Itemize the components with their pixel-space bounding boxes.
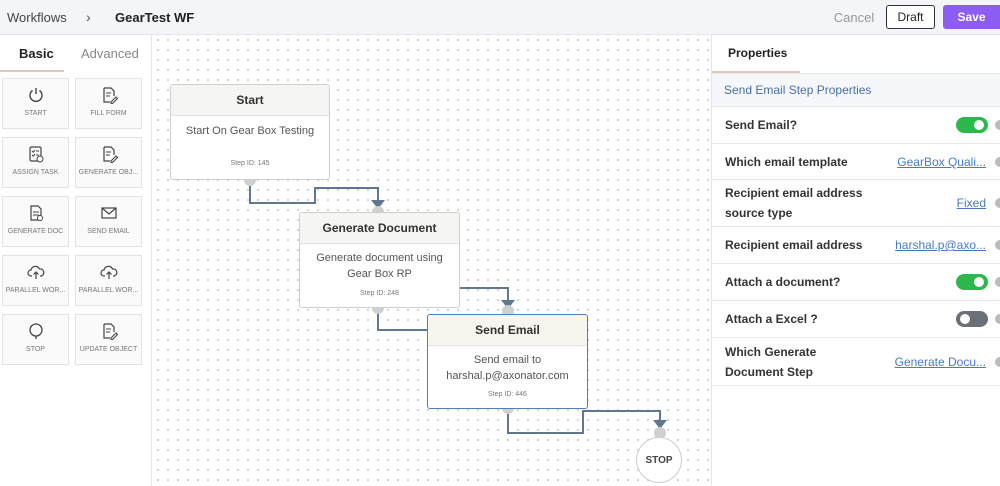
workflow-node-send-email[interactable]: Send Email Send email to harshal.p@axona… bbox=[427, 314, 588, 409]
breadcrumb-workflows[interactable]: Workflows bbox=[7, 10, 67, 25]
top-bar: Workflows › GearTest WF Cancel Draft Sav… bbox=[0, 0, 1000, 35]
cancel-button[interactable]: Cancel bbox=[830, 6, 878, 29]
palette-item-update-object[interactable]: UPDATE OBJECT bbox=[75, 314, 142, 365]
cloud-upload-icon bbox=[99, 265, 117, 279]
tab-properties[interactable]: Properties bbox=[728, 46, 788, 60]
node-title: Generate Document bbox=[300, 213, 459, 244]
palette-item-label: ASSIGN TASK bbox=[12, 169, 59, 176]
palette-item-label: PARALLEL WOR... bbox=[78, 287, 139, 294]
node-step-id: Step ID: 248 bbox=[360, 290, 399, 297]
node-step-id: Step ID: 446 bbox=[488, 391, 527, 398]
active-tab-indicator bbox=[712, 71, 800, 73]
palette-item-label: GENERATE OBJ... bbox=[78, 169, 139, 176]
node-title: Send Email bbox=[428, 315, 587, 346]
power-icon bbox=[28, 88, 43, 102]
node-description: Send email to harshal.p@axonator.com bbox=[446, 354, 569, 382]
help-icon[interactable] bbox=[995, 198, 1000, 208]
property-label: Recipient email address source type bbox=[725, 186, 863, 220]
envelope-icon bbox=[100, 207, 117, 219]
property-row-attach-document: Attach a document? bbox=[712, 264, 1000, 301]
recipient-source-type-link[interactable]: Fixed bbox=[956, 196, 986, 210]
palette-item-stop[interactable]: STOP bbox=[2, 314, 69, 365]
step-palette: Basic Advanced START FILL FORM ASSIGN TA… bbox=[0, 35, 152, 486]
workflow-node-start[interactable]: Start Start On Gear Box Testing Step ID:… bbox=[170, 84, 330, 180]
palette-item-generate-object[interactable]: GENERATE OBJ... bbox=[75, 137, 142, 188]
property-label: Send Email? bbox=[725, 118, 798, 132]
palette-item-label: GENERATE DOC bbox=[7, 228, 64, 235]
palette-item-label: SEND EMAIL bbox=[87, 228, 130, 235]
help-icon[interactable] bbox=[995, 157, 1000, 167]
palette-item-parallel-workflow-2[interactable]: PARALLEL WOR... bbox=[75, 255, 142, 306]
attach-document-toggle[interactable] bbox=[956, 274, 988, 290]
document-icon bbox=[29, 205, 43, 221]
node-step-id: Step ID: 145 bbox=[230, 160, 270, 167]
palette-item-label: FILL FORM bbox=[90, 110, 127, 117]
palette-item-fill-form[interactable]: FILL FORM bbox=[75, 78, 142, 129]
palette-item-label: PARALLEL WOR... bbox=[5, 287, 66, 294]
help-icon[interactable] bbox=[995, 120, 1000, 130]
node-description: Generate document using Gear Box RP bbox=[316, 252, 443, 280]
object-edit-icon bbox=[102, 146, 118, 163]
property-label: Which email template bbox=[725, 155, 848, 169]
recipient-email-link[interactable]: harshal.p@axo... bbox=[895, 238, 986, 252]
property-label: Which Generate Document Step bbox=[725, 345, 817, 379]
properties-panel: Properties Send Email Step Properties Se… bbox=[711, 35, 1000, 486]
save-button[interactable]: Save bbox=[943, 5, 1000, 29]
property-label: Attach a Excel ? bbox=[725, 312, 818, 326]
palette-item-label: STOP bbox=[26, 346, 45, 353]
property-row-generate-document-step: Which Generate Document Step Generate Do… bbox=[712, 338, 1000, 386]
palette-item-send-email[interactable]: SEND EMAIL bbox=[75, 196, 142, 247]
attach-excel-toggle[interactable] bbox=[956, 311, 988, 327]
send-email-toggle[interactable] bbox=[956, 117, 988, 133]
tab-basic[interactable]: Basic bbox=[19, 46, 54, 61]
palette-item-generate-doc[interactable]: GENERATE DOC bbox=[2, 196, 69, 247]
help-icon[interactable] bbox=[995, 277, 1000, 287]
help-icon[interactable] bbox=[995, 240, 1000, 250]
breadcrumb-separator-icon: › bbox=[86, 9, 91, 25]
properties-section-header: Send Email Step Properties bbox=[712, 73, 1000, 107]
node-description: Start On Gear Box Testing bbox=[185, 125, 315, 137]
section-title: Send Email Step Properties bbox=[724, 83, 872, 97]
active-tab-indicator bbox=[0, 70, 64, 72]
help-icon[interactable] bbox=[995, 357, 1000, 367]
palette-item-parallel-workflow[interactable]: PARALLEL WOR... bbox=[2, 255, 69, 306]
property-row-email-template: Which email template GearBox Quali... bbox=[712, 144, 1000, 180]
draft-button[interactable]: Draft bbox=[886, 5, 935, 29]
property-row-send-email: Send Email? bbox=[712, 107, 1000, 144]
workflow-canvas[interactable]: Start Start On Gear Box Testing Step ID:… bbox=[153, 35, 710, 486]
property-label: Recipient email address bbox=[725, 238, 863, 252]
form-edit-icon bbox=[102, 87, 118, 104]
node-title: Start bbox=[171, 85, 329, 116]
email-template-link[interactable]: GearBox Quali... bbox=[897, 155, 986, 169]
property-label: Attach a document? bbox=[725, 275, 841, 289]
palette-item-start[interactable]: START bbox=[2, 78, 69, 129]
generate-document-step-link[interactable]: Generate Docu... bbox=[894, 355, 986, 369]
help-icon[interactable] bbox=[995, 314, 1000, 324]
palette-item-label: START bbox=[24, 110, 47, 117]
workflow-node-stop[interactable]: STOP bbox=[636, 437, 682, 483]
stop-pin-icon bbox=[28, 323, 43, 339]
palette-item-label: UPDATE OBJECT bbox=[79, 346, 138, 353]
tab-advanced[interactable]: Advanced bbox=[81, 46, 139, 61]
property-row-recipient-source-type: Recipient email address source type Fixe… bbox=[712, 180, 1000, 227]
cloud-upload-icon bbox=[26, 265, 44, 279]
task-list-icon bbox=[28, 146, 43, 163]
property-row-recipient-email: Recipient email address harshal.p@axo... bbox=[712, 227, 1000, 264]
palette-item-assign-task[interactable]: ASSIGN TASK bbox=[2, 137, 69, 188]
update-edit-icon bbox=[102, 323, 118, 340]
workflow-node-generate-document[interactable]: Generate Document Generate document usin… bbox=[299, 212, 460, 308]
property-row-attach-excel: Attach a Excel ? bbox=[712, 301, 1000, 338]
breadcrumb-current: GearTest WF bbox=[115, 10, 195, 25]
